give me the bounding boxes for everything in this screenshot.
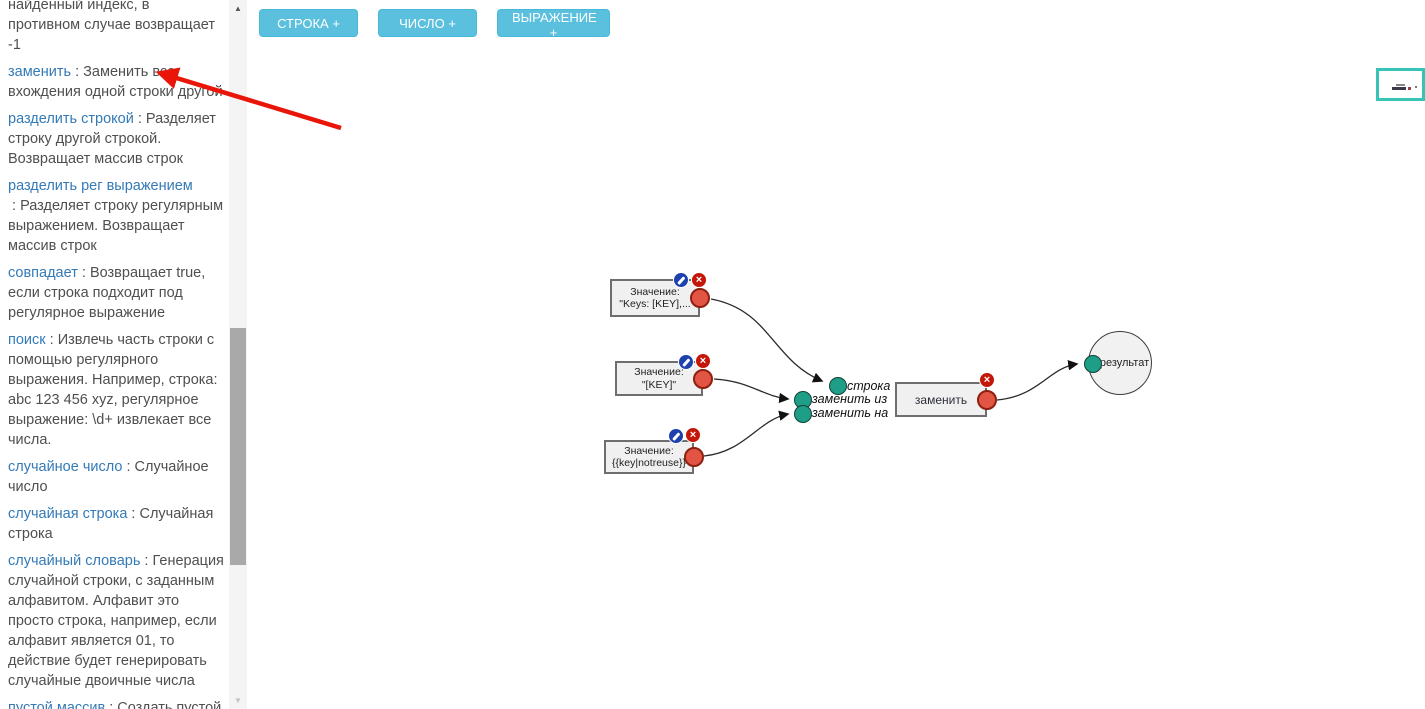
function-description: Генерация случайной строки, с заданным а…: [8, 553, 224, 689]
function-description: найденный индекс, в противном случае воз…: [8, 0, 215, 53]
minimap-node-mark: [1396, 84, 1405, 86]
separator: :: [122, 459, 135, 475]
function-link-poisk[interactable]: поиск: [8, 332, 46, 348]
add-number-button[interactable]: ЧИСЛО +: [378, 9, 477, 37]
value-node-text: Значение: "[KEY]": [634, 366, 683, 391]
separator: :: [8, 198, 21, 214]
separator: :: [77, 265, 90, 281]
sidebar-entry-partial: найденный индекс, в противном случае воз…: [8, 0, 224, 55]
value-node-notreuse[interactable]: Значение: {{key|notreuse}}: [604, 440, 694, 474]
sidebar-entry: заменить : Заменить все вхождения одной …: [8, 62, 224, 102]
value-node-value: {{key|notreuse}}: [612, 457, 686, 469]
delete-x-icon[interactable]: ×: [979, 372, 995, 388]
input-port-stroka[interactable]: [829, 377, 847, 395]
wire-zamenit-to-result: [996, 360, 1079, 401]
value-node-title: Значение:: [630, 285, 680, 298]
function-link-sovpadaet[interactable]: совпадает: [8, 265, 78, 281]
separator: :: [140, 553, 153, 569]
value-node-title: Значение:: [634, 366, 684, 378]
delete-x-icon[interactable]: ×: [691, 272, 707, 288]
separator: :: [71, 64, 84, 80]
separator: :: [133, 111, 146, 127]
delete-x-icon[interactable]: ×: [695, 353, 711, 369]
wire-value1-to-stroka: [710, 298, 824, 383]
function-link-razdelit-strokoy[interactable]: разделить строкой: [8, 111, 134, 127]
function-link-zamenit[interactable]: заменить: [8, 64, 72, 80]
value-node-text: Значение: "Keys: [KEY],...: [619, 286, 690, 311]
sidebar-entry: разделить рег выражением : Разделяет стр…: [8, 176, 224, 256]
sidebar-entry: случайное число : Случайное число: [8, 457, 224, 497]
value-node-text: Значение: {{key|notreuse}}: [612, 445, 686, 470]
function-description: Случайная строка: [8, 506, 214, 542]
sidebar-scrollbar[interactable]: ▲ ▼: [229, 0, 247, 709]
function-link-razdelit-reg[interactable]: разделить рег выражением: [8, 178, 193, 194]
value-node-value: "[KEY]": [641, 378, 677, 391]
result-input-port[interactable]: [1084, 355, 1102, 373]
function-description: Создать пустой массив: [117, 700, 222, 709]
output-port[interactable]: [977, 390, 997, 410]
output-port[interactable]: [690, 288, 710, 308]
sidebar-entry: поиск : Извлечь часть строки с помощью р…: [8, 330, 224, 450]
function-link-sluchayniy-slovar[interactable]: случайный словарь: [8, 553, 141, 569]
add-expression-button[interactable]: ВЫРАЖЕНИЕ +: [497, 9, 610, 40]
input-port-zamenit-na[interactable]: [794, 405, 812, 423]
output-port[interactable]: [684, 447, 704, 467]
action-node-zamenit[interactable]: заменить: [895, 382, 987, 417]
add-string-button[interactable]: СТРОКА +: [259, 9, 358, 37]
function-link-sluchaynaya-stroka[interactable]: случайная строка: [8, 506, 128, 522]
separator: :: [127, 506, 140, 522]
minimap-node-mark: [1415, 86, 1417, 88]
delete-x-icon[interactable]: ×: [685, 427, 701, 443]
function-link-pustoy-massiv[interactable]: пустой массив: [8, 700, 106, 709]
result-node-label: результат: [1099, 357, 1150, 369]
scroll-down-icon[interactable]: ▼: [229, 692, 247, 709]
function-description: Извлечь часть строки с помощью регулярно…: [8, 332, 218, 448]
separator: :: [105, 700, 118, 709]
value-node-value: "Keys: [KEY],...: [619, 298, 691, 310]
sidebar-entry: совпадает : Возвращает true, если строка…: [8, 263, 224, 323]
separator: :: [45, 332, 58, 348]
action-node-label: заменить: [914, 392, 968, 407]
sidebar-entry: разделить строкой : Разделяет строку дру…: [8, 109, 224, 169]
sidebar-entry: случайная строка : Случайная строка: [8, 504, 224, 544]
function-description: Возвращает true, если строка подходит по…: [8, 265, 206, 321]
wire-value3-to-zamenit-na: [703, 410, 790, 457]
function-description: Разделяет строку регулярным выражением. …: [8, 198, 224, 254]
sidebar-content: найденный индекс, в противном случае воз…: [8, 0, 224, 709]
edit-pencil-icon[interactable]: [668, 428, 684, 444]
input-label-stroka: строка: [847, 379, 891, 393]
scroll-up-icon[interactable]: ▲: [229, 0, 247, 17]
output-port[interactable]: [693, 369, 713, 389]
function-link-sluchaynoe-chislo[interactable]: случайное число: [8, 459, 123, 475]
minimap-node-mark: [1408, 87, 1411, 90]
value-node-title: Значение:: [624, 444, 674, 457]
input-label-zamenit-iz: заменить из: [812, 392, 888, 406]
minimap-node-mark: [1392, 87, 1406, 90]
function-description: Случайное число: [8, 459, 209, 495]
scrollbar-thumb[interactable]: [230, 328, 246, 565]
minimap[interactable]: [1376, 68, 1425, 101]
edit-pencil-icon[interactable]: [678, 354, 694, 370]
input-label-zamenit-na: заменить на: [812, 406, 889, 420]
wire-value2-to-zamenit-iz: [713, 378, 790, 404]
function-docs-sidebar: найденный индекс, в противном случае воз…: [0, 0, 229, 709]
sidebar-entry: пустой массив : Создать пустой массив: [8, 698, 224, 709]
sidebar-entry: случайный словарь : Генерация случайной …: [8, 551, 224, 691]
edit-pencil-icon[interactable]: [673, 272, 689, 288]
